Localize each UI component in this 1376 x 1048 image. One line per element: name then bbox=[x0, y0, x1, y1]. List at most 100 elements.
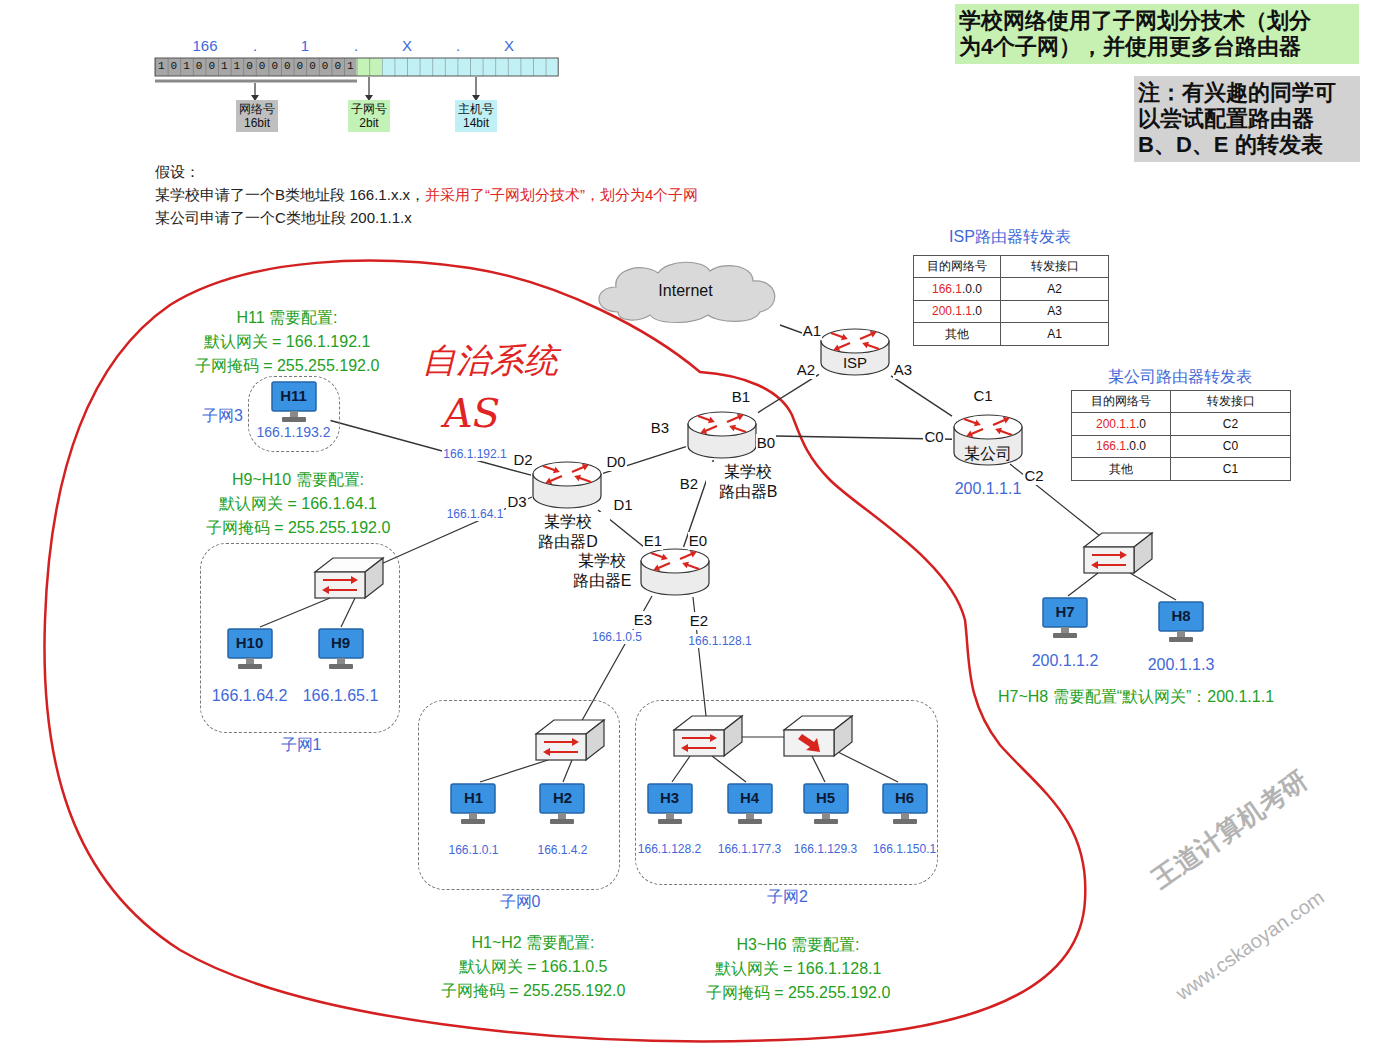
host-ip: 166.1.129.3 bbox=[794, 842, 857, 856]
host-name: H9 bbox=[318, 628, 364, 658]
label-holder: 默认网关 = 166.1.128.1 bbox=[715, 959, 882, 978]
host-name: H11 bbox=[271, 381, 317, 411]
table-text: C0 bbox=[1223, 439, 1238, 453]
table-cell: 其他 bbox=[913, 322, 1001, 346]
link-line bbox=[603, 447, 686, 474]
host-name: H10 bbox=[227, 628, 273, 658]
network-link bbox=[891, 376, 952, 416]
text-label: . bbox=[456, 37, 460, 55]
label-holder: 假设： bbox=[155, 163, 200, 181]
label-holder: E0 bbox=[688, 532, 708, 550]
monitor-screen bbox=[228, 629, 272, 658]
host-computer: H4166.1.177.3 bbox=[718, 783, 781, 856]
label-holder: B3 bbox=[650, 419, 670, 437]
monitor-base bbox=[238, 664, 262, 669]
port-label: C1 bbox=[972, 387, 993, 405]
router-top bbox=[641, 549, 709, 573]
monitor-neck bbox=[469, 813, 477, 819]
port-label: D3 bbox=[506, 493, 527, 511]
text-label: 子网掩码 = 255.255.192.0 bbox=[706, 983, 891, 1002]
host-ip: 200.1.1.2 bbox=[1032, 651, 1099, 670]
monitor-screen bbox=[1159, 602, 1203, 631]
monitor-base bbox=[1053, 633, 1077, 638]
port-label: D2 bbox=[512, 451, 533, 469]
link-line bbox=[891, 376, 952, 416]
port-label: A1 bbox=[802, 322, 822, 340]
subnet-group: 子网0H1166.1.0.1H2166.1.4.2 bbox=[418, 700, 620, 890]
handwritten-note: 自治系统 bbox=[422, 340, 558, 381]
host-name: H6 bbox=[882, 783, 928, 813]
table-text: .0 bbox=[1136, 417, 1146, 431]
arrow-head bbox=[553, 467, 560, 474]
monitor: H3 bbox=[647, 783, 693, 825]
text-label: 子网掩码 = 255.255.192.0 bbox=[441, 981, 626, 1000]
monitor: H5 bbox=[803, 783, 849, 825]
monitor-base bbox=[550, 819, 574, 824]
router-label-holder: 某公司 bbox=[952, 444, 1024, 464]
watermark: www.cskaoyan.com bbox=[1171, 885, 1329, 1005]
handwritten-note: AS bbox=[444, 389, 500, 437]
label-holder: D2 bbox=[512, 451, 533, 469]
text-label: H3~H6 需要配置: bbox=[736, 935, 859, 954]
text-label: ISP路由器转发表 bbox=[949, 227, 1071, 246]
arrow-head bbox=[1003, 417, 1010, 423]
label-holder: 1 bbox=[301, 37, 309, 55]
autonomous-system-outline bbox=[44, 261, 1085, 1042]
host-ip: 166.1.193.2 bbox=[257, 424, 331, 441]
router: 某公司 bbox=[952, 413, 1024, 467]
host-ip: 166.1.0.1 bbox=[448, 843, 498, 857]
port-label: E1 bbox=[643, 532, 663, 550]
monitor-screen bbox=[319, 629, 363, 658]
host-computer: H2166.1.4.2 bbox=[537, 783, 587, 857]
host-computer: H7200.1.1.2 bbox=[1032, 597, 1099, 670]
bit-cells bbox=[155, 58, 558, 76]
label-holder: A1 bbox=[802, 322, 822, 340]
router-icon bbox=[686, 410, 758, 460]
table-text: 200.1.1 bbox=[932, 304, 972, 318]
monitor-screen bbox=[451, 784, 495, 813]
router-top bbox=[954, 415, 1022, 439]
hub-symbol bbox=[784, 716, 852, 756]
box-text: 主机号 14bit bbox=[456, 102, 496, 130]
subnet-label-holder: 子网3 bbox=[193, 406, 243, 425]
table-text: .0.0 bbox=[962, 282, 982, 296]
label-holder: 某公司路由器转发表 bbox=[1108, 367, 1252, 386]
table-text: C1 bbox=[1223, 462, 1238, 476]
label-holder: 默认网关 = 166.1.192.1 bbox=[204, 332, 371, 351]
host-computer: H5 166.1.129.3 bbox=[794, 783, 857, 856]
lan-wires bbox=[260, 464, 1176, 782]
host-computer: H11 166.1.193.2 bbox=[257, 381, 331, 441]
arrow-head bbox=[682, 562, 689, 569]
arrow-head bbox=[870, 331, 877, 337]
text-label: H9~H10 需要配置: bbox=[232, 470, 364, 489]
monitor-base bbox=[893, 819, 917, 824]
label-holder: 200.1.1.1 bbox=[954, 479, 1023, 498]
table-text: .0 bbox=[972, 304, 982, 318]
host-name: H4 bbox=[727, 783, 773, 813]
text-label: 某公司申请了一个C类地址段 200.1.1.x bbox=[155, 209, 412, 227]
router-label: 某学校 路由器D bbox=[526, 512, 610, 551]
subnet-label: 子网2 bbox=[636, 887, 939, 906]
label-holder: C1 bbox=[972, 387, 993, 405]
label-holder: 166.1.64.1 bbox=[446, 507, 505, 521]
label-holder: H11 需要配置: bbox=[236, 308, 337, 327]
table-cell: C0 bbox=[1170, 435, 1291, 458]
label-holder: 自治系统 bbox=[422, 340, 558, 381]
table-cell: 目的网络号 bbox=[1071, 390, 1171, 413]
label-holder: X bbox=[504, 37, 514, 55]
subnet-group: 子网1H10166.1.64.2H9166.1.65.1 bbox=[200, 543, 400, 733]
arrow-head bbox=[974, 420, 981, 427]
text-label: 默认网关 = 166.1.128.1 bbox=[715, 959, 882, 978]
monitor: H6 bbox=[882, 783, 928, 825]
text-label: 子网掩码 = 255.255.192.0 bbox=[206, 518, 391, 537]
monitor-base bbox=[658, 819, 682, 824]
table-text: A3 bbox=[1047, 304, 1062, 318]
port-label: A2 bbox=[796, 361, 816, 379]
router: 某学校 路由器D bbox=[531, 460, 603, 510]
monitor-base bbox=[738, 819, 762, 824]
label-holder: E1 bbox=[643, 532, 663, 550]
port-label: B1 bbox=[731, 388, 751, 406]
text-label: . bbox=[253, 37, 257, 55]
label-holder: X bbox=[402, 37, 412, 55]
network-link bbox=[330, 420, 531, 475]
